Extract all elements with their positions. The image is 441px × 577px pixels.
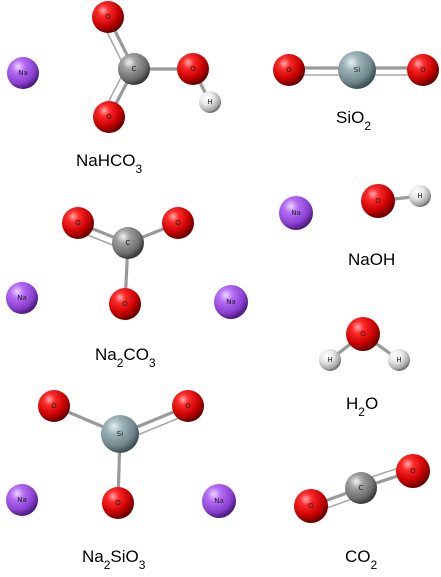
atom-label: O: [105, 13, 111, 21]
co2-group: O C O CO2: [294, 454, 430, 572]
atom-label: O: [375, 197, 381, 205]
hydrogen-atom: H: [319, 349, 341, 371]
formula-sio2: SiO2: [336, 108, 371, 133]
atom-label: Si: [117, 430, 123, 438]
atom-label: Na: [18, 69, 28, 77]
oxygen-atom: O: [177, 53, 209, 85]
atom-label: O: [360, 330, 366, 338]
oxygen-atom: O: [102, 487, 134, 519]
atom-label: Si: [354, 66, 360, 74]
oxygen-atom: O: [172, 390, 204, 422]
oxygen-atom: O: [346, 317, 380, 351]
h2o-group: O H H H2O: [319, 317, 410, 419]
sio2-group: O Si O SiO2: [273, 51, 439, 133]
naoh-group: Na O H NaOH: [279, 184, 431, 269]
oxygen-atom: O: [407, 54, 439, 86]
carbon-atom: C: [112, 227, 144, 259]
oxygen-atom: O: [92, 1, 124, 33]
hydrogen-atom: H: [199, 91, 221, 113]
formula-nahco3: NaHCO3: [76, 151, 143, 176]
silicon-atom: Si: [338, 51, 376, 89]
atom-label: O: [185, 402, 191, 410]
atom-label: O: [75, 219, 81, 227]
atom-label: O: [122, 300, 128, 308]
atom-label: C: [126, 239, 131, 247]
atom-label: C: [132, 65, 137, 73]
atom-label: O: [420, 66, 426, 74]
hydrogen-atom: H: [388, 349, 410, 371]
oxygen-atom: O: [162, 207, 194, 239]
sodium-atom: Na: [279, 196, 313, 230]
atom-label: H: [417, 192, 422, 200]
atom-label: H: [396, 356, 401, 364]
oxygen-atom: O: [361, 184, 395, 218]
formula-na2co3: Na2CO3: [95, 345, 156, 370]
atom-label: Na: [226, 298, 236, 306]
sodium-atom: Na: [202, 484, 236, 518]
oxygen-atom: O: [294, 489, 328, 523]
carbon-atom: C: [345, 472, 377, 504]
formula-naoh: NaOH: [348, 250, 395, 269]
oxygen-atom: O: [93, 101, 125, 133]
atom-label: H: [207, 98, 212, 106]
silicon-atom: Si: [101, 415, 139, 453]
oxygen-atom: O: [62, 207, 94, 239]
sodium-atom: Na: [7, 57, 39, 89]
nahco3-group: Na O C O H O NaHCO3: [7, 1, 221, 176]
hydrogen-atom: H: [409, 185, 431, 207]
oxygen-atom: O: [109, 288, 141, 320]
oxygen-atom: O: [396, 454, 430, 488]
atom-label: C: [359, 484, 364, 492]
na2co3-group: O O C O Na Na Na2CO3: [6, 207, 248, 370]
na2sio3-group: O O Si O Na Na Na2SiO3: [6, 390, 236, 572]
oxygen-atom: O: [38, 390, 70, 422]
atom-label: Na: [291, 209, 301, 217]
sodium-atom: Na: [6, 282, 38, 314]
carbon-atom: C: [118, 53, 150, 85]
formula-na2sio3: Na2SiO3: [82, 547, 146, 572]
sodium-atom: Na: [6, 484, 38, 516]
atom-label: O: [115, 499, 121, 507]
atom-label: O: [410, 467, 416, 475]
formula-co2: CO2: [345, 547, 378, 572]
atom-label: O: [308, 502, 314, 510]
atom-label: O: [175, 219, 181, 227]
atom-label: O: [286, 66, 292, 74]
atom-label: O: [51, 402, 57, 410]
atom-label: Na: [214, 497, 224, 505]
atom-label: Na: [17, 294, 27, 302]
atom-label: H: [327, 356, 332, 364]
atom-label: O: [190, 65, 196, 73]
sodium-atom: Na: [214, 285, 248, 319]
oxygen-atom: O: [273, 54, 305, 86]
atom-label: Na: [17, 496, 27, 504]
formula-h2o: H2O: [346, 394, 378, 419]
atom-label: O: [106, 113, 112, 121]
